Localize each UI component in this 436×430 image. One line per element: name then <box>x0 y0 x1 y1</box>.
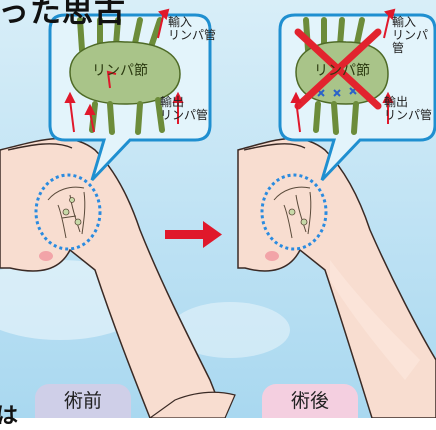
efferent-label-after: 輸出 リンパ管 <box>384 96 432 122</box>
nipple <box>39 251 53 261</box>
badge-after: 術後 <box>262 384 358 418</box>
afferent-label-line2: リンパ管 <box>392 29 436 55</box>
afferent-label-before: 輸入 リンパ管 <box>168 16 216 42</box>
efferent-label-line2: リンパ管 <box>384 109 432 122</box>
efferent-label-line2: リンパ管 <box>160 109 208 122</box>
efferent-label-before: 輸出 リンパ管 <box>160 96 208 122</box>
badge-before: 術前 <box>35 384 131 418</box>
diagram-canvas <box>0 0 436 418</box>
title-fragment: った思古 <box>0 0 126 31</box>
node-label-after: リンパ節 <box>314 60 370 80</box>
afferent-label-line2: リンパ管 <box>168 29 216 42</box>
nipple <box>265 251 279 261</box>
afferent-label-after: 輸入 リンパ管 <box>392 16 436 55</box>
node-label-before: リンパ節 <box>92 60 148 80</box>
bottom-char: は <box>0 398 18 430</box>
